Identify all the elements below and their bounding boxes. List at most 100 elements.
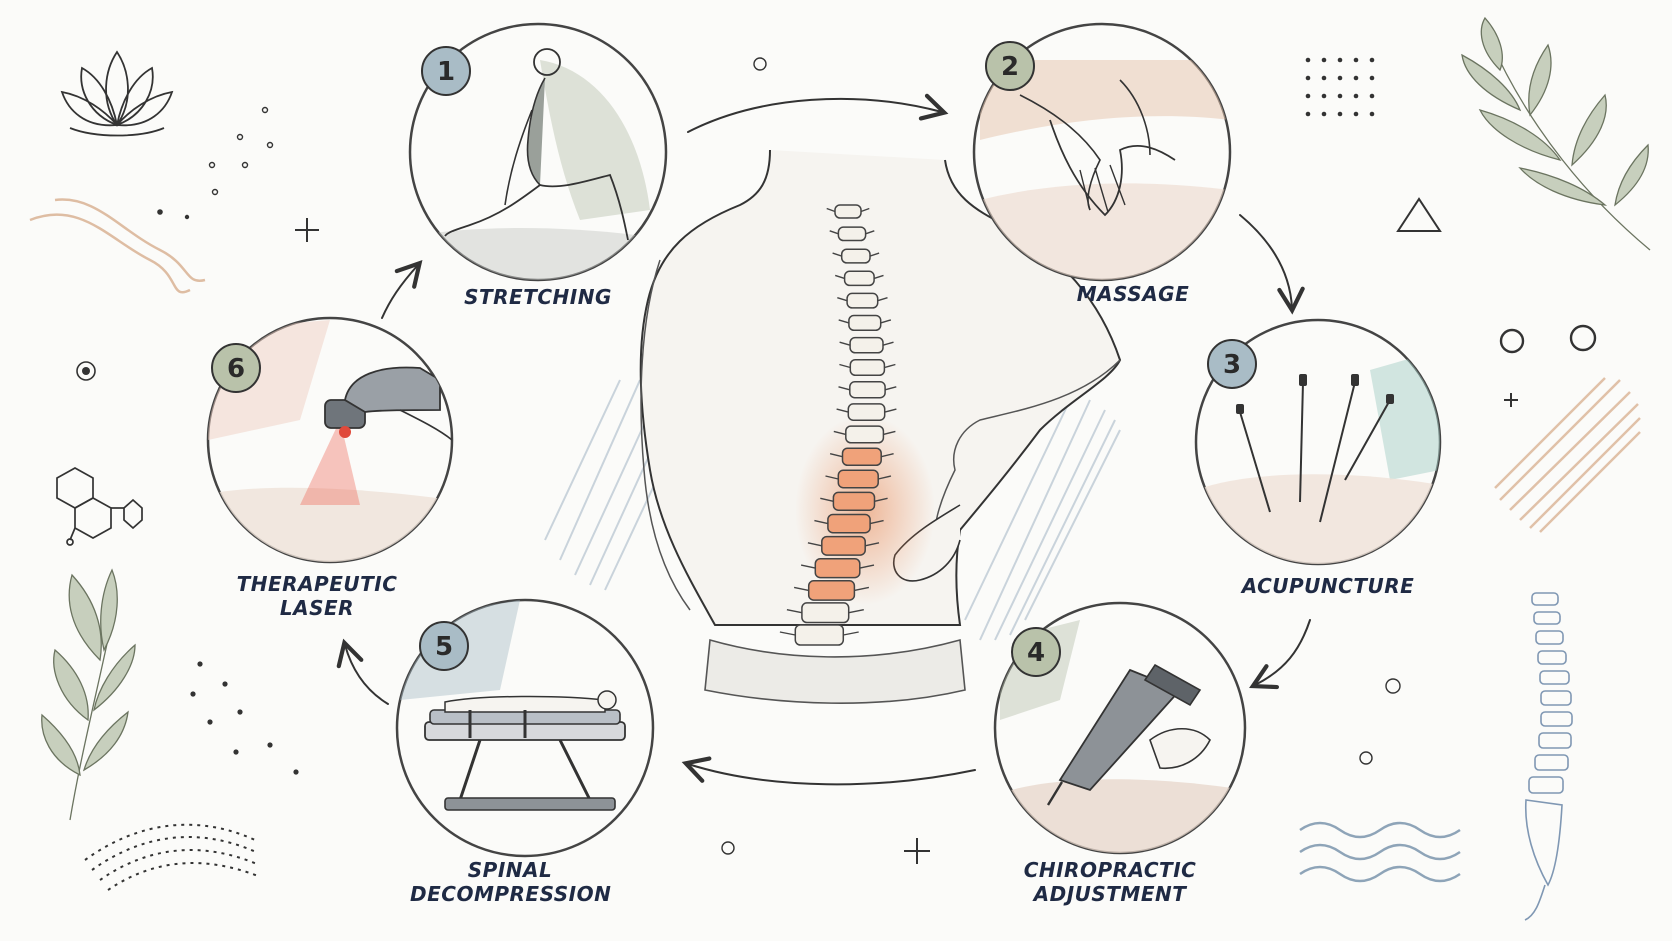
vertebra — [834, 204, 862, 219]
step-badge — [1207, 339, 1257, 389]
scattered-dots — [208, 57, 1401, 855]
vertebra — [848, 314, 882, 332]
label-line: CHIROPRACTIC — [1023, 858, 1197, 882]
vertebra-process — [834, 274, 884, 280]
back-pain-spine-icon — [639, 149, 1122, 704]
lotus-icon — [60, 50, 174, 137]
step-decompression: 5 — [395, 598, 655, 858]
leaf-branch-icon — [1461, 16, 1651, 251]
label-line: THERAPEUTIC — [236, 572, 398, 596]
vertebra-process — [779, 631, 859, 636]
vertebra — [827, 513, 871, 534]
step-badge — [211, 343, 261, 393]
vertebra — [801, 602, 850, 624]
step-badge — [421, 46, 471, 96]
plus-icon — [295, 218, 1518, 864]
vertebra-process — [832, 252, 880, 257]
vertebra — [837, 469, 879, 489]
vertebra-process — [793, 586, 870, 592]
step-laser: 6 — [206, 316, 454, 564]
vertebra-process — [838, 319, 892, 324]
vertebra-process — [833, 430, 896, 436]
vertebra-process — [839, 341, 894, 346]
label-line: DECOMPRESSION — [410, 882, 612, 906]
stipple-arc — [84, 823, 259, 891]
small-spine-icon — [1524, 592, 1573, 921]
step-badge — [1011, 627, 1061, 677]
label-line: STRETCHING — [464, 285, 612, 309]
massage-hands-icon — [980, 60, 1230, 280]
cycle-arrows — [336, 93, 1311, 786]
arm-left — [640, 259, 691, 611]
step-chiropractic: 4 — [993, 601, 1247, 855]
label-line: MASSAGE — [1076, 282, 1190, 306]
label-chiropractic: CHIROPRACTIC ADJUSTMENT — [1000, 858, 1220, 906]
vertebra — [846, 292, 879, 309]
blue-wave-lines — [1299, 821, 1461, 883]
vertebra-process — [825, 475, 892, 480]
vertebra — [849, 336, 884, 354]
vertebra-process — [814, 519, 884, 525]
arm-right-bent — [932, 359, 1121, 561]
vertebra-process — [836, 408, 897, 413]
vertebra-process — [820, 497, 888, 502]
vertebra — [814, 557, 861, 579]
step-acupuncture: 3 — [1194, 318, 1442, 566]
pencil-scribble-blue — [544, 379, 1121, 641]
ring-icon — [1499, 324, 1597, 354]
arrow-2-to-3 — [1239, 214, 1305, 315]
scattered-dots — [157, 209, 299, 775]
molecule-icon — [56, 467, 143, 546]
vertebra-process — [837, 297, 888, 302]
waistband — [704, 638, 966, 704]
vertebra — [845, 425, 885, 444]
vertebra — [849, 381, 886, 399]
arrow-6-to-1 — [381, 260, 423, 319]
arrow-4-to-5 — [681, 756, 976, 786]
spine-vertebrae — [779, 204, 897, 646]
vertebra — [821, 535, 866, 556]
vertebra-process — [807, 542, 880, 547]
arrow-3-to-4 — [1249, 619, 1311, 690]
step-number: 2 — [1001, 52, 1019, 82]
label-acupuncture: ACUPUNCTURE — [1238, 574, 1418, 598]
arrow-1-to-2 — [687, 93, 949, 133]
vertebra — [837, 226, 867, 242]
acupuncture-needles-icon — [1196, 350, 1440, 564]
label-line: ACUPUNCTURE — [1241, 574, 1415, 598]
vertebra — [794, 624, 845, 646]
label-massage: MASSAGE — [1053, 282, 1213, 306]
step-number: 6 — [227, 354, 245, 384]
vertebra — [807, 580, 856, 601]
label-line: LASER — [279, 596, 355, 620]
arrow-5-to-6 — [336, 638, 389, 705]
pencil-scribble-tan — [1494, 377, 1641, 533]
step-badge — [985, 41, 1035, 91]
label-therapeutic-laser: THERAPEUTIC LASER — [232, 572, 402, 620]
label-stretching: STRETCHING — [458, 285, 618, 309]
step-number: 3 — [1223, 350, 1241, 380]
vertebra — [847, 403, 886, 421]
stretching-figure-icon — [420, 48, 666, 280]
target-dot-icon — [76, 361, 96, 381]
dot-grid-icon — [1305, 57, 1375, 117]
label-line: SPINAL — [467, 858, 553, 882]
label-decompression: SPINAL DECOMPRESSION — [410, 858, 612, 906]
vertebra — [849, 358, 886, 377]
step-massage: 2 — [972, 22, 1232, 282]
step-stretching: 1 — [408, 22, 668, 282]
label-line: ADJUSTMENT — [1033, 882, 1187, 906]
leaf-branch-icon — [41, 568, 136, 821]
step-number: 4 — [1027, 638, 1045, 668]
vertebra — [843, 270, 875, 287]
vertebra — [832, 491, 876, 511]
vertebra — [841, 447, 882, 467]
vertebra-process — [826, 207, 870, 213]
step-badge — [419, 621, 469, 671]
vertebra — [840, 248, 871, 264]
vertebra-process — [839, 363, 896, 369]
vertebra-process — [829, 453, 894, 458]
step-number: 1 — [437, 57, 455, 87]
step-number: 5 — [435, 632, 453, 662]
